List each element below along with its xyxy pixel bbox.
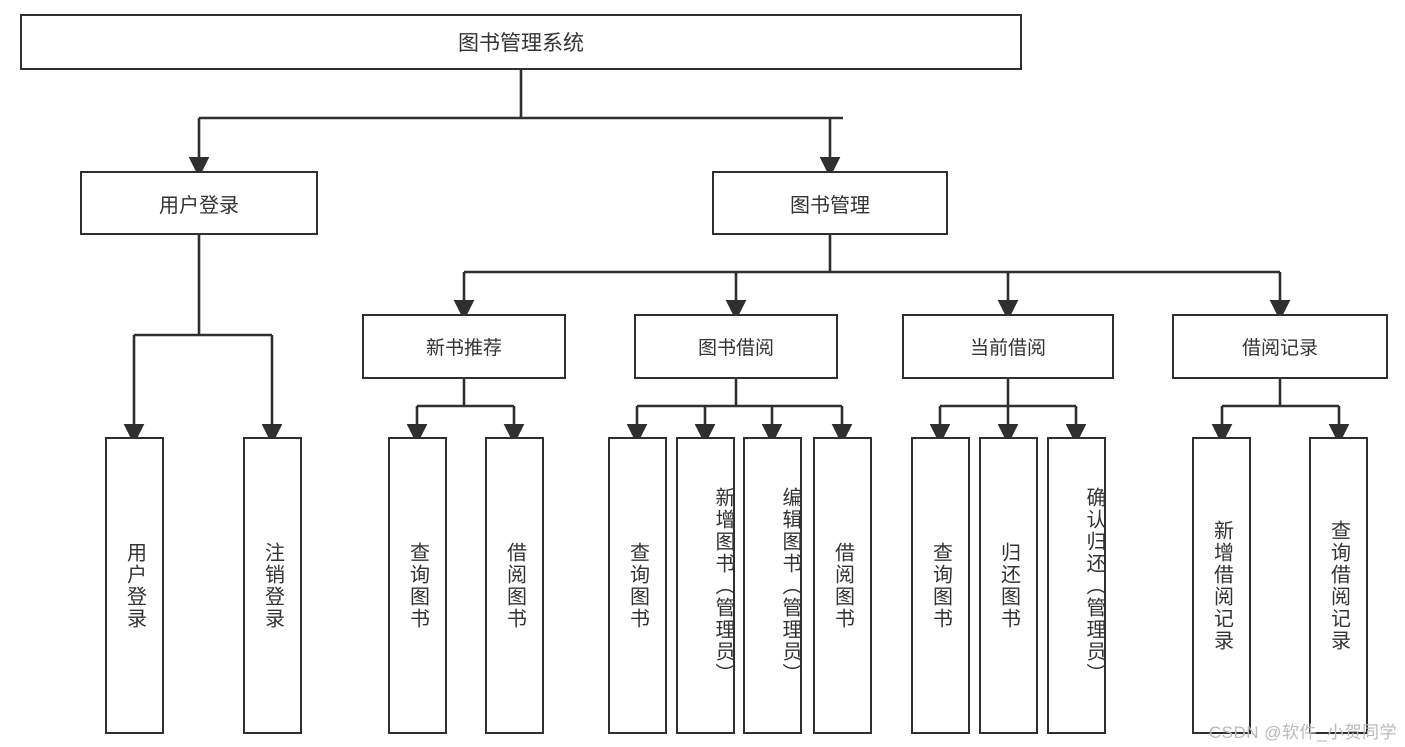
- node-label: 注销登录: [261, 541, 284, 630]
- leaf-new-book-borrow-book[interactable]: 借阅图书: [485, 437, 544, 734]
- leaf-book-borrow-add-book-admin[interactable]: 新增图书（管理员）: [676, 437, 735, 734]
- node-label: 新增图书（管理员）: [712, 486, 734, 685]
- leaf-user-login-login[interactable]: 用户登录: [105, 437, 164, 734]
- node-book-management[interactable]: 图书管理: [712, 171, 948, 235]
- leaf-borrow-record-query-record[interactable]: 查询借阅记录: [1309, 437, 1368, 734]
- node-root-book-management-system[interactable]: 图书管理系统: [20, 14, 1022, 70]
- node-label: 编辑图书（管理员）: [779, 486, 801, 685]
- leaf-borrow-record-add-record[interactable]: 新增借阅记录: [1192, 437, 1251, 734]
- leaf-book-borrow-query-book[interactable]: 查询图书: [608, 437, 667, 734]
- node-label: 图书借阅: [697, 338, 774, 359]
- node-label: 查询图书: [929, 541, 952, 630]
- node-borrow-record[interactable]: 借阅记录: [1172, 314, 1388, 379]
- node-label: 查询图书: [406, 541, 429, 630]
- node-label: 确认归还（管理员）: [1083, 486, 1105, 685]
- node-user-login[interactable]: 用户登录: [80, 171, 318, 235]
- node-label: 归还图书: [997, 541, 1020, 630]
- leaf-book-borrow-borrow-book[interactable]: 借阅图书: [813, 437, 872, 734]
- node-label: 图书管理系统: [458, 32, 584, 55]
- leaf-current-borrow-confirm-return-admin[interactable]: 确认归还（管理员）: [1047, 437, 1106, 734]
- node-label: 借阅图书: [503, 541, 526, 630]
- node-label: 用户登录: [159, 194, 239, 217]
- node-new-book-recommend[interactable]: 新书推荐: [362, 314, 566, 379]
- leaf-new-book-query-book[interactable]: 查询图书: [388, 437, 447, 734]
- node-label: 当前借阅: [969, 338, 1046, 359]
- node-label: 新增借阅记录: [1210, 519, 1233, 652]
- leaf-current-borrow-query-book[interactable]: 查询图书: [911, 437, 970, 734]
- node-label: 借阅记录: [1241, 338, 1318, 359]
- leaf-current-borrow-return-book[interactable]: 归还图书: [979, 437, 1038, 734]
- leaf-book-borrow-edit-book-admin[interactable]: 编辑图书（管理员）: [743, 437, 802, 734]
- node-label: 用户登录: [123, 541, 146, 630]
- node-current-borrow[interactable]: 当前借阅: [902, 314, 1114, 379]
- node-label: 新书推荐: [425, 338, 502, 359]
- node-label: 图书管理: [790, 194, 870, 217]
- node-label: 借阅图书: [831, 541, 854, 630]
- node-label: 查询图书: [626, 541, 649, 630]
- node-label: 查询借阅记录: [1327, 519, 1350, 652]
- csdn-watermark: CSDN @软件_小贺同学: [1208, 723, 1397, 742]
- node-book-borrow[interactable]: 图书借阅: [634, 314, 838, 379]
- leaf-user-login-logout[interactable]: 注销登录: [243, 437, 302, 734]
